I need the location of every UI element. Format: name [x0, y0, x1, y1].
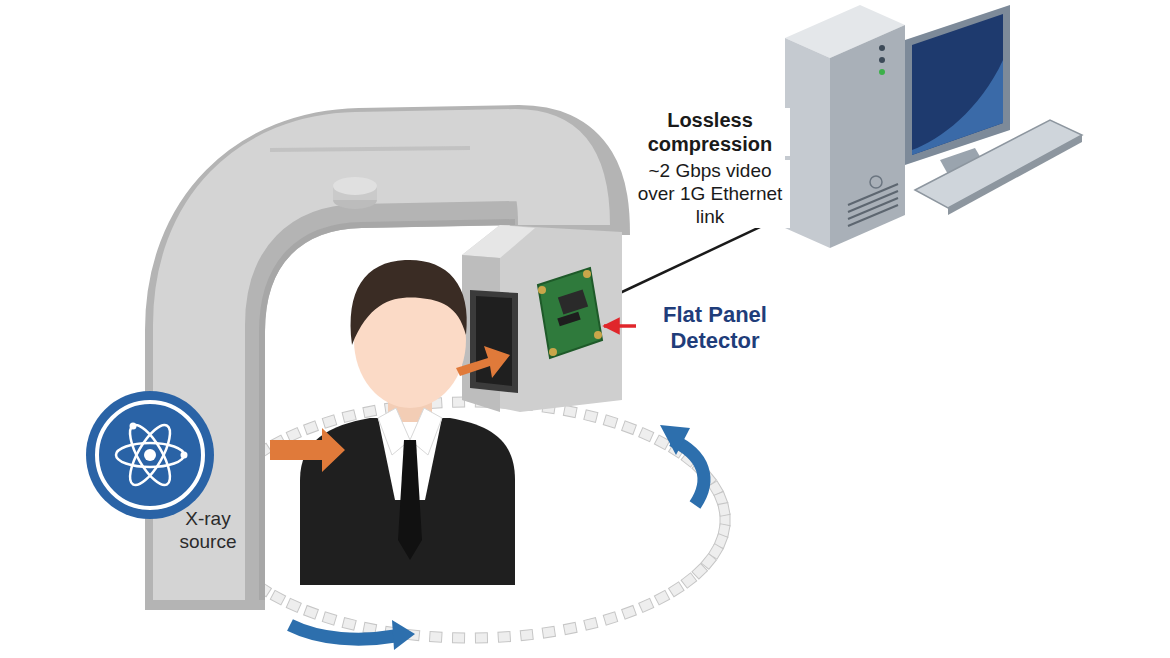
ring-segment [429, 632, 442, 643]
ring-segment [542, 626, 555, 638]
ring-segment [270, 590, 285, 604]
xray-source-icon [86, 391, 214, 519]
ring-segment [563, 405, 577, 417]
ring-segment [639, 428, 654, 442]
ring-segment [475, 633, 487, 643]
ring-segment [520, 629, 533, 640]
person [300, 260, 515, 585]
detector-housing [462, 225, 622, 412]
ring-segment [322, 415, 336, 428]
ring-segment [563, 622, 577, 634]
flat-panel-pcb [538, 268, 602, 358]
ring-segment [718, 503, 730, 517]
ring-segment [286, 598, 301, 612]
rotation-arrow [290, 625, 395, 639]
pointer-arrow [604, 324, 636, 328]
component-label: Flat Panel Detector [640, 302, 790, 355]
ring-segment [322, 612, 336, 625]
ring-segment [692, 563, 708, 579]
ring-segment [622, 605, 637, 619]
ring-segment [654, 590, 669, 604]
ring-segment [603, 612, 617, 625]
ring-segment [304, 421, 319, 435]
ring-segment [286, 428, 301, 442]
ring-segment [639, 598, 654, 612]
ring-segment [603, 415, 617, 428]
ring-segment [681, 573, 697, 588]
ring-segment [304, 605, 319, 619]
ring-segment [452, 633, 464, 643]
ring-segment [584, 618, 598, 631]
ring-segment [622, 421, 637, 435]
xray-beam [270, 428, 345, 472]
link-label: ~2 Gbps video over 1G Ethernet link [630, 160, 790, 228]
computer [785, 5, 1082, 248]
ring-segment [584, 410, 598, 423]
rotation-ring [210, 397, 730, 643]
ring-segment [342, 618, 356, 631]
ring-segment [363, 405, 377, 417]
ring-segment [342, 410, 356, 423]
rotation-arrow [392, 620, 415, 650]
gantry [199, 148, 570, 610]
ring-segment [498, 632, 511, 643]
heading-label: Lossless compression [630, 108, 790, 156]
ring-segment [669, 582, 684, 597]
xray-beam [456, 346, 510, 378]
part-label: X-ray source [162, 508, 254, 554]
rotation-arrow [660, 425, 690, 455]
